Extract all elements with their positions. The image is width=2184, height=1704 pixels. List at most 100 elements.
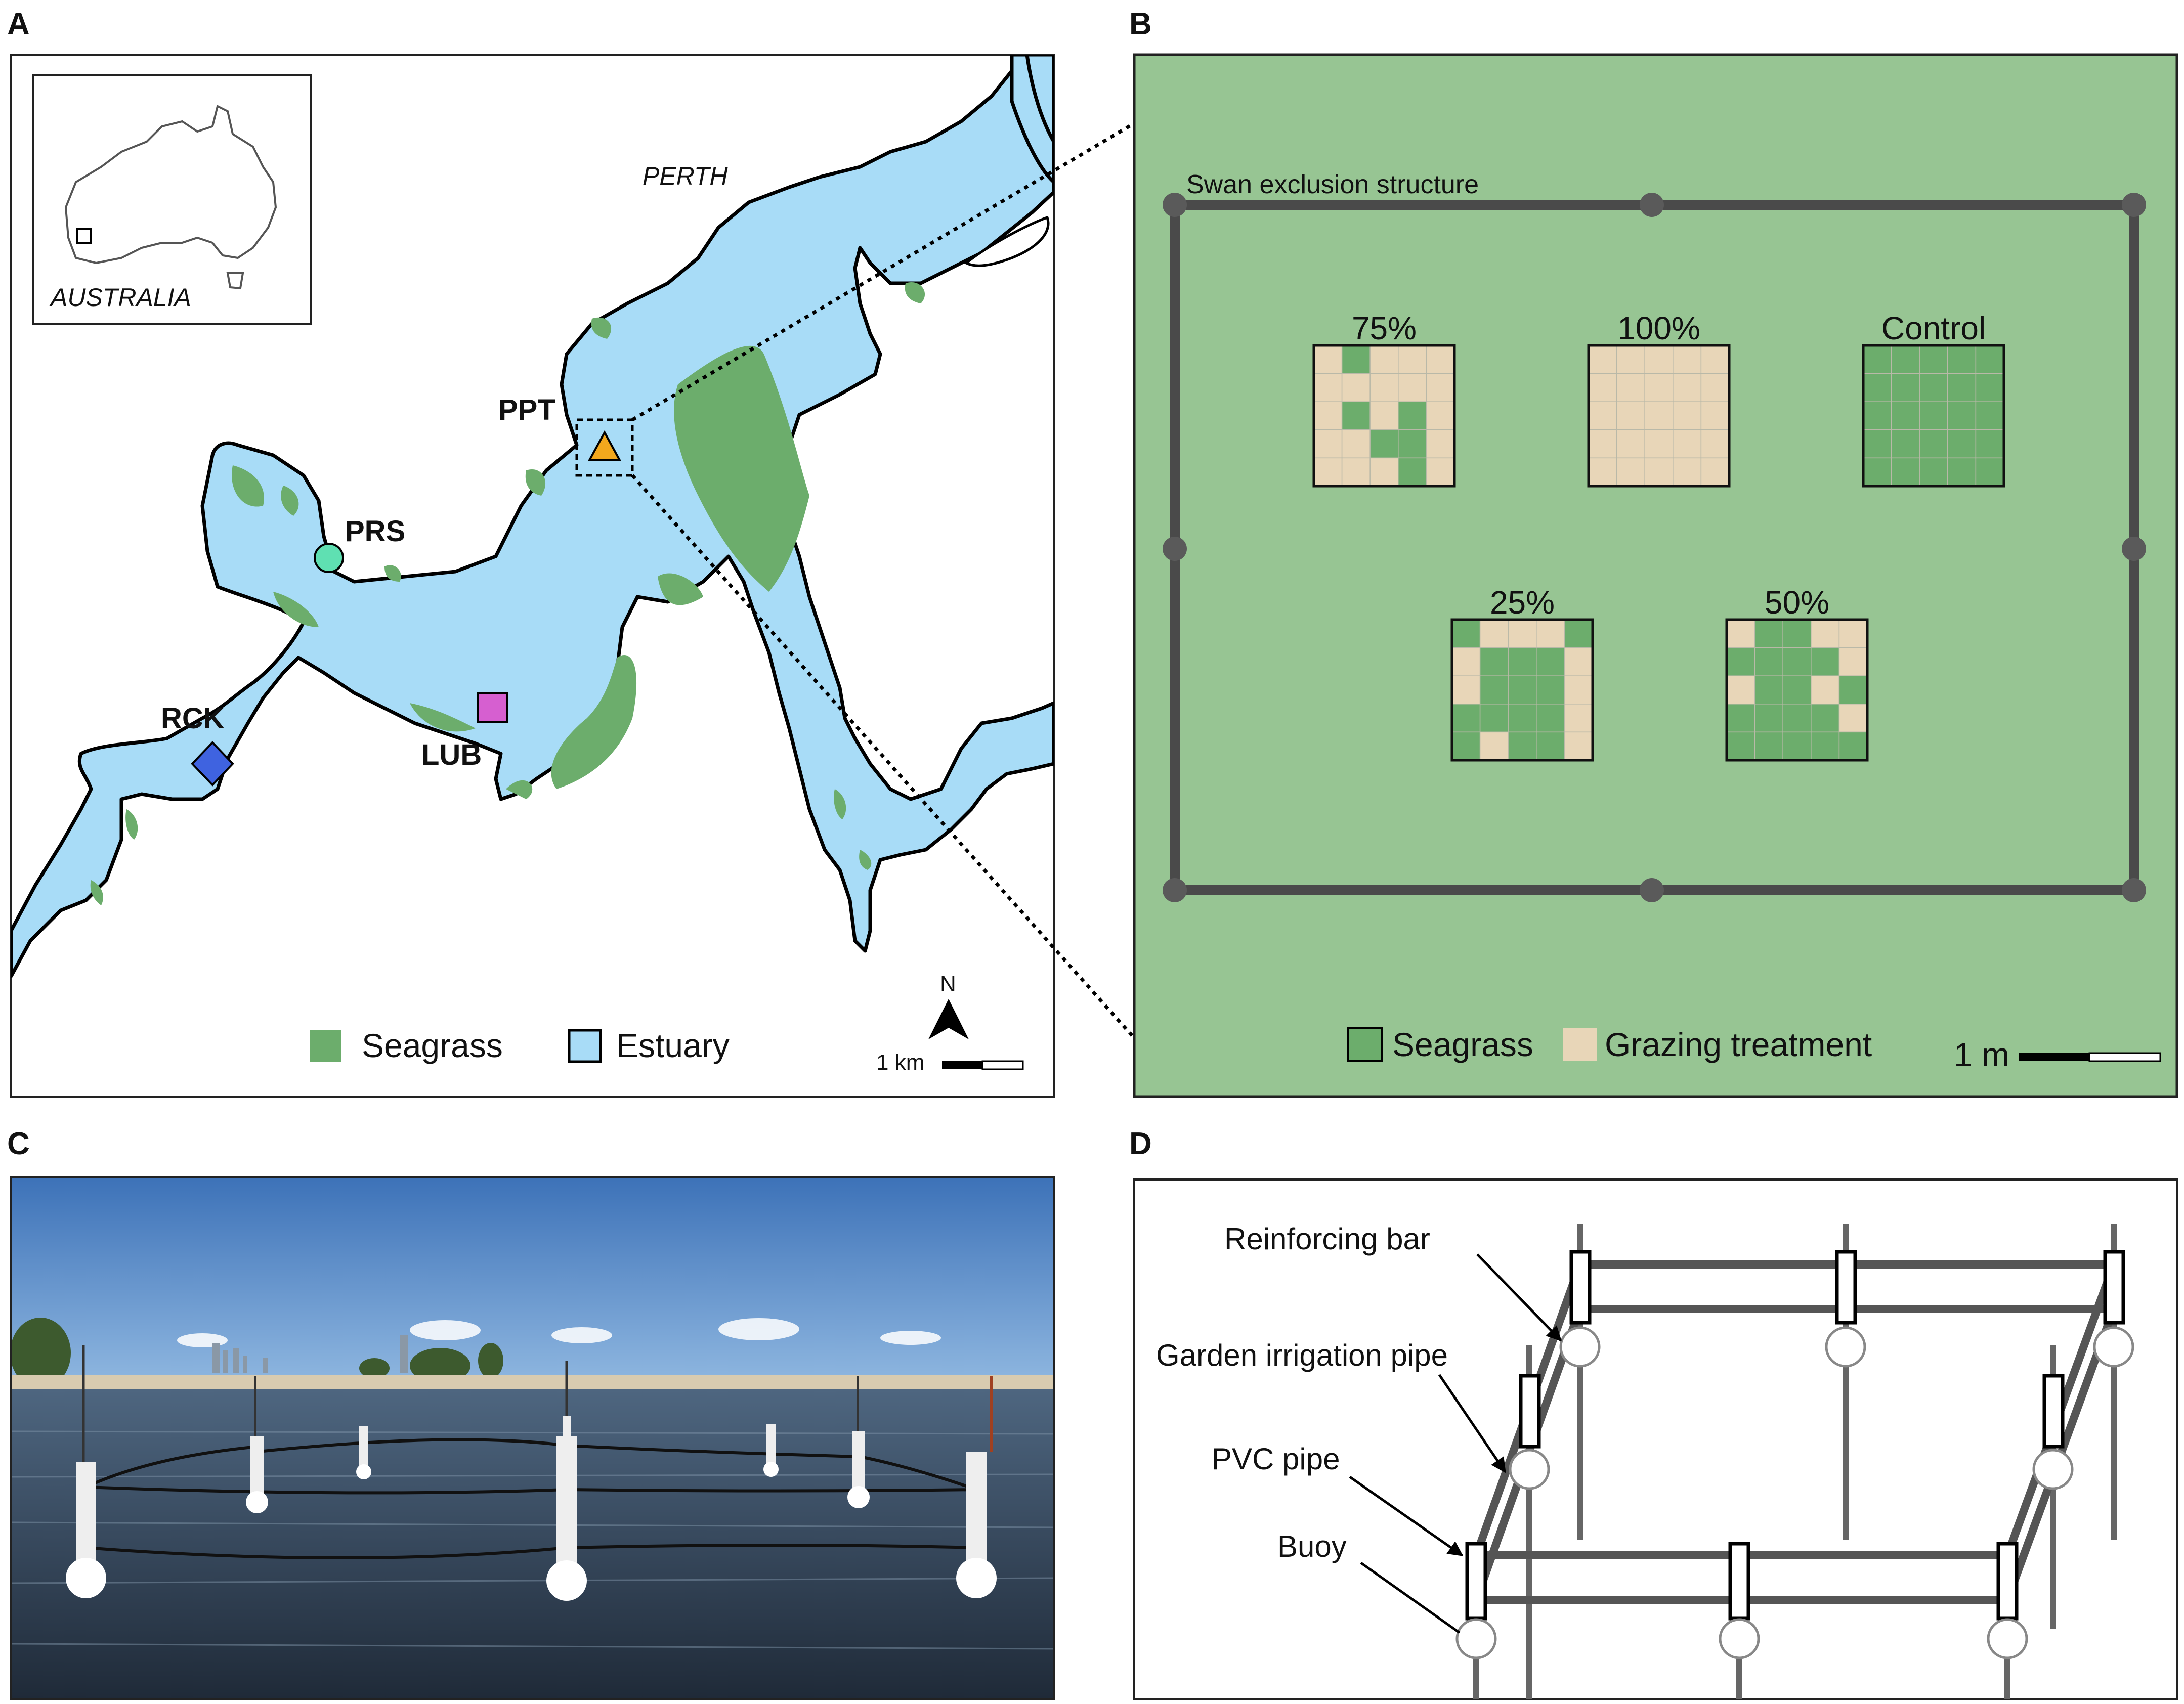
site-rck: RCK xyxy=(161,702,234,787)
plot-cell xyxy=(1536,619,1565,648)
plot-cell xyxy=(1947,345,1977,374)
plot-cell xyxy=(1616,373,1645,402)
treatment-plot-1: 75% xyxy=(1312,310,1456,488)
plot-cell xyxy=(1863,457,1892,487)
callout-reinforcing-bar: Reinforcing bar xyxy=(1224,1222,1430,1256)
plot-border xyxy=(1450,618,1594,762)
plot-cell xyxy=(1838,704,1868,733)
plot-cell xyxy=(1891,373,1920,402)
plot-border xyxy=(1725,618,1869,762)
plot-cell xyxy=(1726,647,1755,676)
plot-cell xyxy=(1644,373,1674,402)
plot-cell xyxy=(1564,619,1593,648)
plot-cell xyxy=(1891,429,1920,459)
site-prs: PRS xyxy=(314,515,405,573)
site-marker-prs xyxy=(314,543,344,573)
exclusion-structure xyxy=(1163,193,2146,902)
plot-border xyxy=(1587,344,1731,488)
legend-label-seagrass-b: Seagrass xyxy=(1392,1026,1533,1063)
experiment-frame xyxy=(1133,53,2178,1098)
plot-cell xyxy=(1919,401,1948,430)
plot-cell xyxy=(1508,647,1537,676)
plot-cell xyxy=(1947,373,1977,402)
plot-cell xyxy=(1341,401,1371,430)
plot-cell xyxy=(1508,619,1537,648)
plot-cell xyxy=(1369,345,1399,374)
australia-outline xyxy=(64,105,277,265)
plot-cell xyxy=(1700,401,1730,430)
plot-cell xyxy=(1673,373,1702,402)
map-scale-label: 1 km xyxy=(876,1050,924,1075)
plot-cell xyxy=(1919,457,1948,487)
plot-label: 25% xyxy=(1490,584,1555,621)
plot-cell xyxy=(1588,345,1617,374)
plot-cell xyxy=(1341,345,1371,374)
plot-cell xyxy=(1891,345,1920,374)
zoom-connector-bottom xyxy=(631,474,1135,1038)
plot-label: Control xyxy=(1881,310,1986,346)
plot-cell xyxy=(1426,429,1455,459)
plot-cell xyxy=(1700,345,1730,374)
tasmania-outline xyxy=(226,272,244,290)
legend-swatch-estuary xyxy=(568,1029,602,1063)
plot-cell xyxy=(1782,647,1812,676)
plot-cell xyxy=(1700,373,1730,402)
plot-cell xyxy=(1564,704,1593,733)
plot-cell xyxy=(1426,457,1455,487)
plot-cell xyxy=(1863,429,1892,459)
perth-label: PERTH xyxy=(643,162,728,190)
map-legend: Seagrass Estuary xyxy=(310,1027,730,1064)
plot-cell xyxy=(1341,429,1371,459)
plot-cell xyxy=(1782,619,1812,648)
plot-cell xyxy=(1891,457,1920,487)
photo-waves xyxy=(11,1430,1054,1650)
plot-cell xyxy=(1975,429,2004,459)
plot-cell xyxy=(1863,401,1892,430)
plot-cell xyxy=(1616,401,1645,430)
treatment-plot-5: 50% xyxy=(1725,584,1869,762)
plot-cell xyxy=(1564,647,1593,676)
plot-cell xyxy=(1369,401,1399,430)
plot-cell xyxy=(1451,731,1481,761)
legend-label-grazing: Grazing treatment xyxy=(1605,1026,1872,1063)
plot-cell xyxy=(1536,704,1565,733)
legend-swatch-seagrass xyxy=(310,1030,341,1062)
panel-letter-b: B xyxy=(1129,7,1152,41)
site-marker-lub xyxy=(477,692,508,723)
plot-cell xyxy=(1508,731,1537,761)
australia-label: AUSTRALIA xyxy=(49,283,191,312)
plot-cell xyxy=(1536,731,1565,761)
panel-letter-c: C xyxy=(7,1126,30,1161)
site-lub: LUB xyxy=(421,692,508,771)
site-ppt: PPT xyxy=(498,394,622,461)
plot-cell xyxy=(1975,457,2004,487)
plot-cell xyxy=(1811,675,1840,705)
plot-cell xyxy=(1673,457,1702,487)
plot-cell xyxy=(1616,345,1645,374)
north-arrow-icon xyxy=(928,999,969,1039)
map-scale-bar: 1 km xyxy=(876,1050,1024,1075)
photo-frame xyxy=(10,1176,1055,1700)
australia-inset: AUSTRALIA xyxy=(32,74,312,325)
legend-swatch-grazing xyxy=(1563,1028,1597,1061)
plot-cell xyxy=(1947,401,1977,430)
plot-cell xyxy=(1451,647,1481,676)
inset-location-box xyxy=(76,228,92,244)
plot-cell xyxy=(1313,457,1343,487)
legend-label-estuary: Estuary xyxy=(616,1027,730,1064)
experiment-panel: Swan exclusion structure 75%100%Control2… xyxy=(1133,53,2178,1098)
plot-cell xyxy=(1341,373,1371,402)
legend-label-seagrass: Seagrass xyxy=(362,1027,503,1064)
plot-cell xyxy=(1891,401,1920,430)
plot-cell xyxy=(1754,647,1783,676)
plot-cell xyxy=(1644,345,1674,374)
plot-cell xyxy=(1754,704,1783,733)
plot-cell xyxy=(1644,401,1674,430)
estuary-water xyxy=(11,55,1054,978)
plot-cell xyxy=(1588,457,1617,487)
plot-cell xyxy=(1341,457,1371,487)
plot-cell xyxy=(1588,401,1617,430)
plot-cell xyxy=(1975,345,2004,374)
plot-cell xyxy=(1754,619,1783,648)
